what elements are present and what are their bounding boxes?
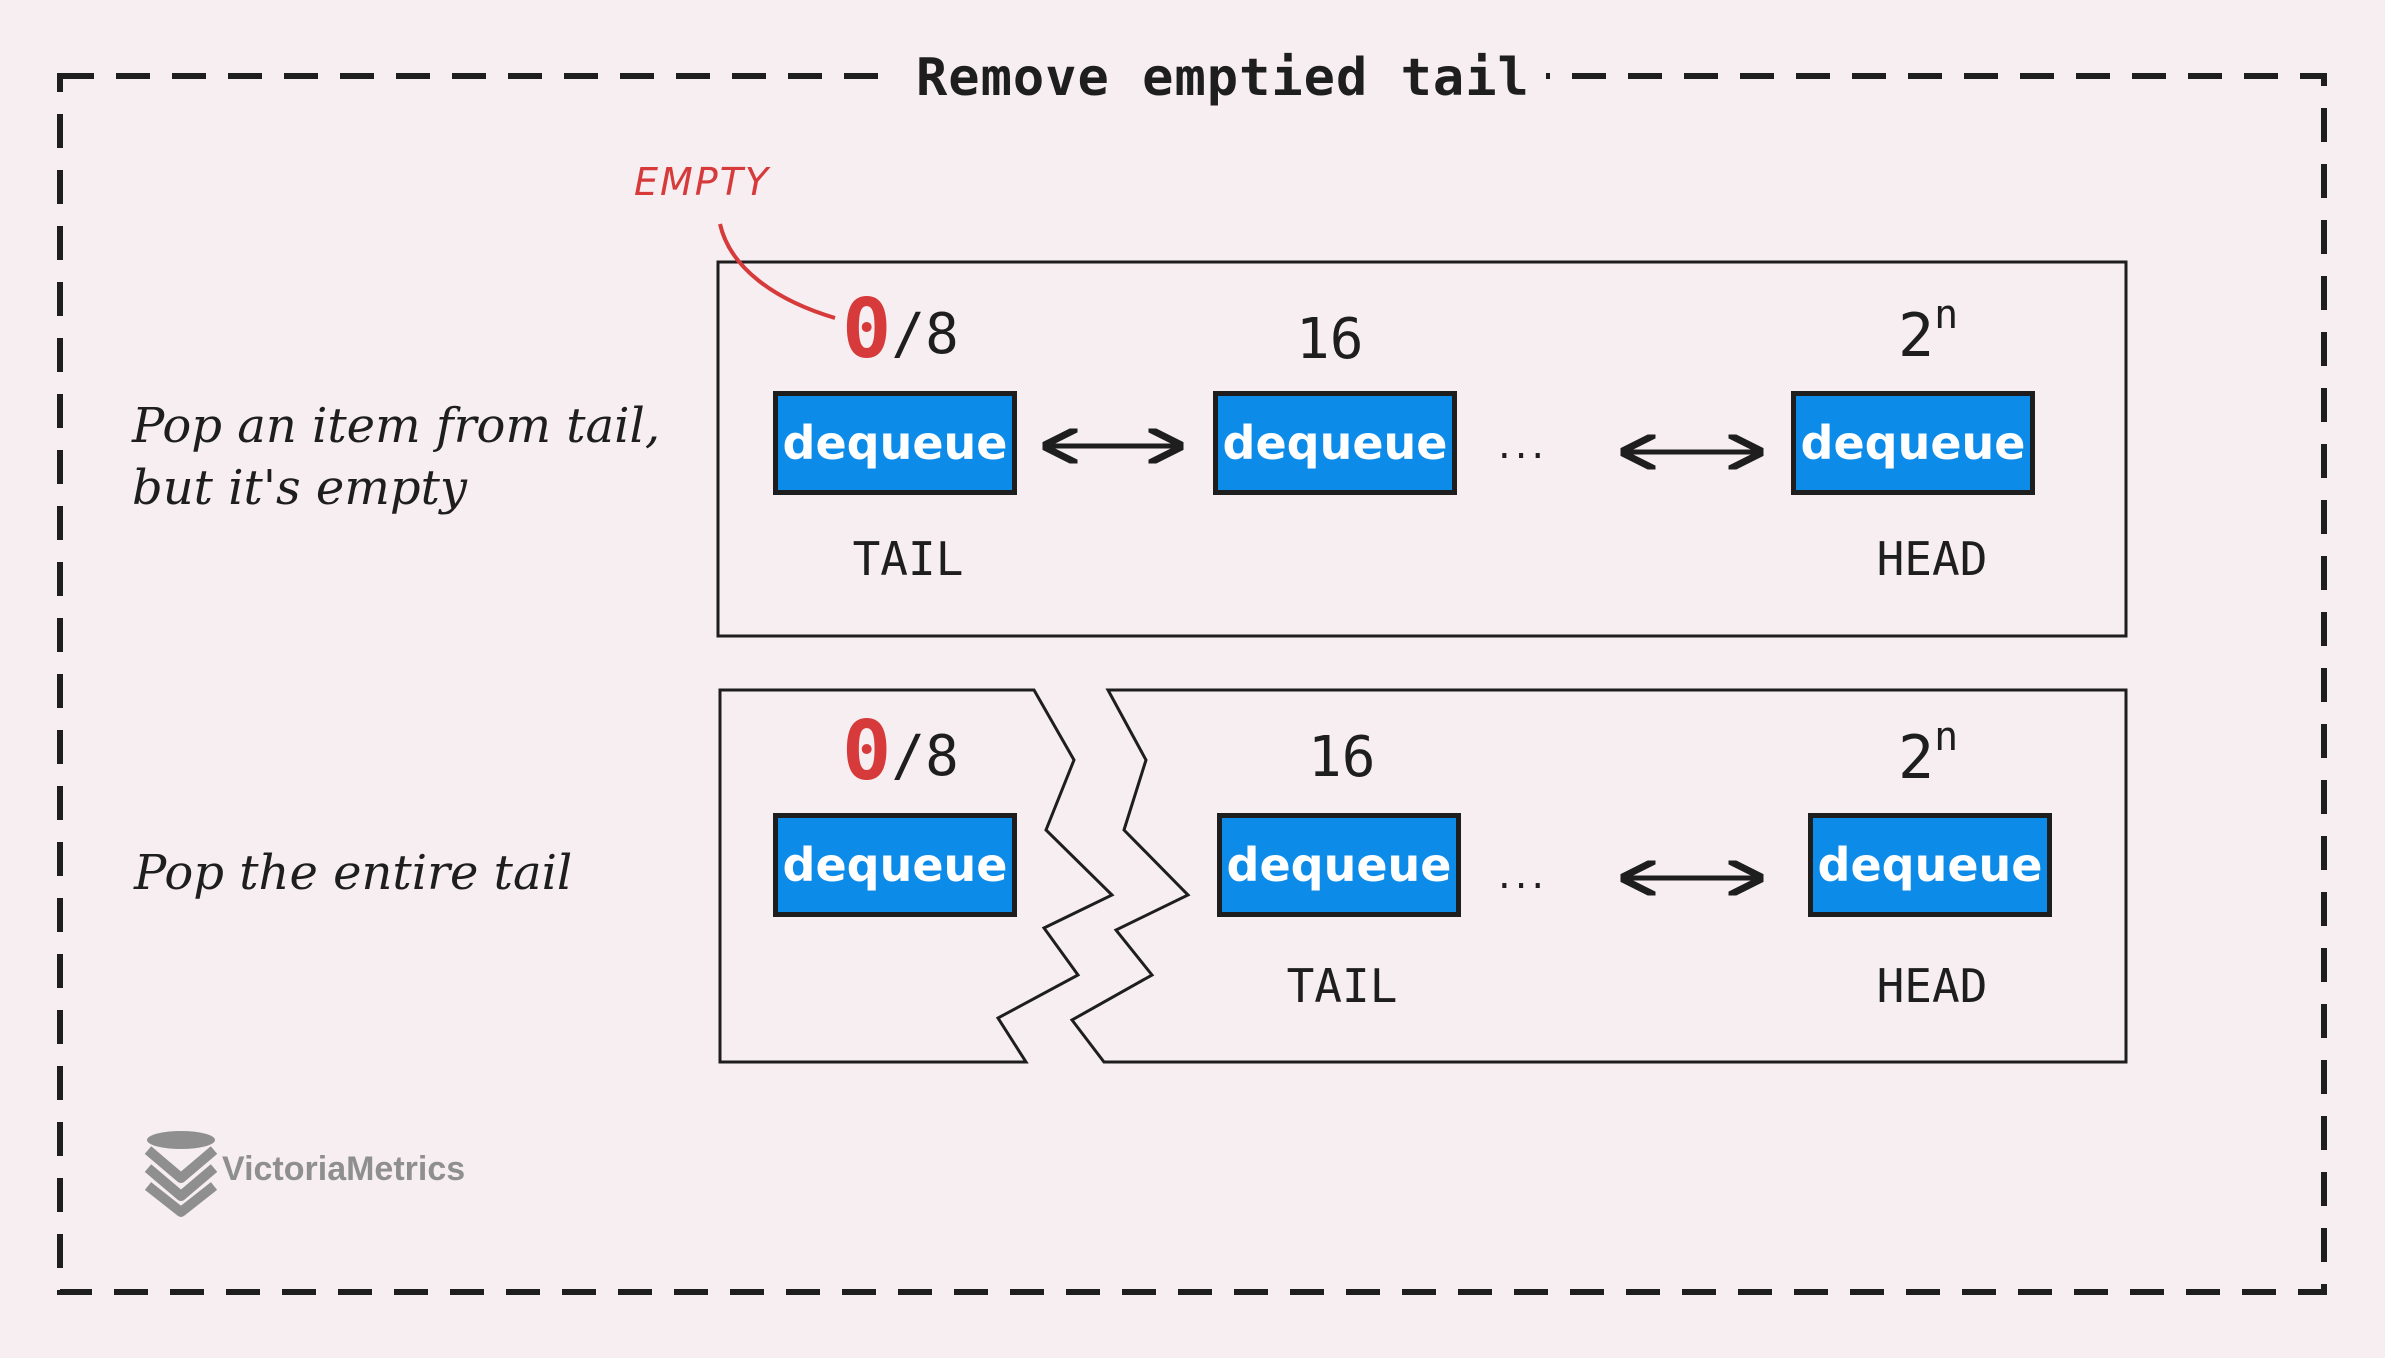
bottom-tail-caption: TAIL <box>1286 959 1398 1013</box>
top-head-caption: HEAD <box>1876 532 1988 586</box>
empty-annotation-curve <box>718 223 836 320</box>
top-head-count-exp: n <box>1934 292 1959 338</box>
bottom-popped-dequeue: dequeue <box>773 813 1017 917</box>
top-middle-dequeue: dequeue <box>1213 391 1457 495</box>
top-middle-count: 16 <box>1296 307 1364 372</box>
bottom-head-dequeue: dequeue <box>1808 813 2052 917</box>
top-tail-count: 0/8 <box>842 289 959 371</box>
victoriametrics-logo-mark <box>144 1131 218 1217</box>
bottom-description: Pop the entire tail <box>134 845 573 901</box>
bottom-tail-count: 16 <box>1308 725 1376 790</box>
top-head-count-base: 2 <box>1898 301 1935 371</box>
bottom-panel-left-piece <box>718 688 1115 1064</box>
bottom-popped-count: 0/8 <box>842 711 959 793</box>
bottom-head-count-base: 2 <box>1898 723 1935 793</box>
top-tail-dequeue: dequeue <box>773 391 1017 495</box>
top-description-line2: but it's empty <box>132 460 467 516</box>
empty-annotation: EMPTY <box>634 160 771 204</box>
top-head-count: 2n <box>1898 295 1958 372</box>
top-head-dequeue: dequeue <box>1791 391 2035 495</box>
bottom-panel-right-piece <box>1069 688 2128 1064</box>
top-tail-count-rest: /8 <box>891 302 959 367</box>
top-tail-caption: TAIL <box>852 532 964 586</box>
bottom-head-caption: HEAD <box>1876 959 1988 1013</box>
top-tail-count-zero: 0 <box>842 282 892 377</box>
top-ellipsis: ... <box>1498 422 1549 468</box>
bottom-head-count: 2n <box>1898 717 1958 794</box>
bottom-ellipsis: ... <box>1498 852 1549 898</box>
top-panel-frame <box>716 260 2128 638</box>
bottom-head-count-exp: n <box>1934 714 1959 760</box>
victoriametrics-logo-text: VictoriaMetrics <box>222 1150 466 1188</box>
bottom-popped-count-rest: /8 <box>891 724 959 789</box>
bottom-tail-dequeue: dequeue <box>1217 813 1461 917</box>
top-description-line1: Pop an item from tail, <box>132 398 661 454</box>
outer-dashed-frame <box>57 73 2327 1295</box>
bottom-popped-count-zero: 0 <box>842 704 892 799</box>
diagram-title: Remove emptied tail <box>900 46 1546 110</box>
